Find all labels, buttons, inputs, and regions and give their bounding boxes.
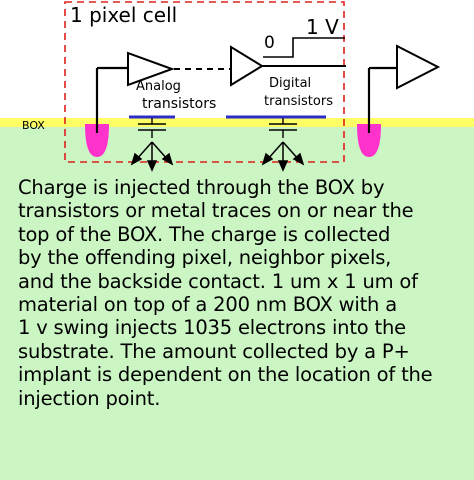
description-paragraph: Charge is injected through the BOX by tr… (18, 176, 458, 410)
description-line: top of the BOX. The charge is collected (18, 222, 391, 246)
analog-label-line1: Analog (136, 79, 181, 94)
box-layer-label: BOX (22, 119, 45, 132)
digital-label-line2: transistors (264, 94, 333, 109)
description-line: Charge is injected through the BOX by (18, 176, 385, 199)
voltage-label: 1 V (306, 15, 339, 39)
description-line: and the backside contact. 1 um x 1 um of (18, 269, 418, 293)
description-line: injection point. (18, 386, 161, 410)
description-line: by the offending pixel, neighbor pixels, (18, 246, 392, 270)
description-line: implant is dependent on the location of … (18, 363, 433, 387)
substrate-region (0, 127, 474, 480)
description-line: material on top of a 200 nm BOX with a (18, 293, 397, 317)
analog-amplifier-icon (127, 51, 175, 87)
description-line: 1 v swing injects 1035 electrons into th… (18, 316, 406, 340)
analog-label-line2: transistors (142, 96, 217, 112)
digital-injection-capacitor (269, 118, 297, 138)
zero-level-label: 0 (264, 33, 275, 53)
p-implant-left (85, 124, 109, 157)
step-signal-icon (263, 37, 345, 58)
digital-label-line1: Digital (269, 76, 312, 91)
pixel-cell-border (64, 1, 345, 163)
analog-charge-arrows (130, 141, 174, 172)
right-amplifier-icon (396, 44, 441, 90)
digital-amplifier-icon (230, 45, 264, 87)
description-line: substrate. The amount collected by a P+ (18, 339, 410, 363)
pixel-cell-label: 1 pixel cell (70, 3, 178, 27)
box-layer (0, 118, 474, 127)
analog-injection-capacitor (138, 118, 166, 138)
description-line: transistors or metal traces on or near t… (18, 199, 414, 223)
digital-charge-arrows (261, 141, 305, 172)
p-implant-right (357, 124, 381, 157)
